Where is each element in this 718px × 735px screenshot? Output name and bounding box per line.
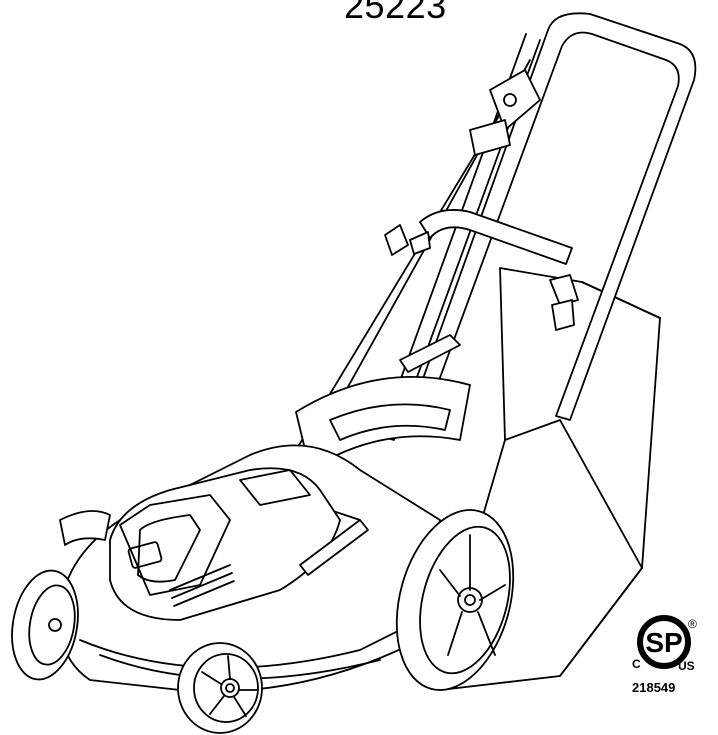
csa-left-letter: C [632,657,641,671]
csa-right-letters: US [678,659,695,673]
motor-cover [109,467,341,621]
rear-wheel [395,509,515,691]
certification-number: 218549 [632,680,676,695]
csa-certification-logo: SP ® C US [632,615,697,673]
front-right-wheel [177,642,263,734]
registered-symbol: ® [688,617,697,631]
model-number: 25223 [344,0,447,26]
csa-mark-letters: SP [645,627,682,658]
front-left-wheel [11,569,79,681]
height-lever [59,510,369,576]
bag-frame [295,334,471,471]
